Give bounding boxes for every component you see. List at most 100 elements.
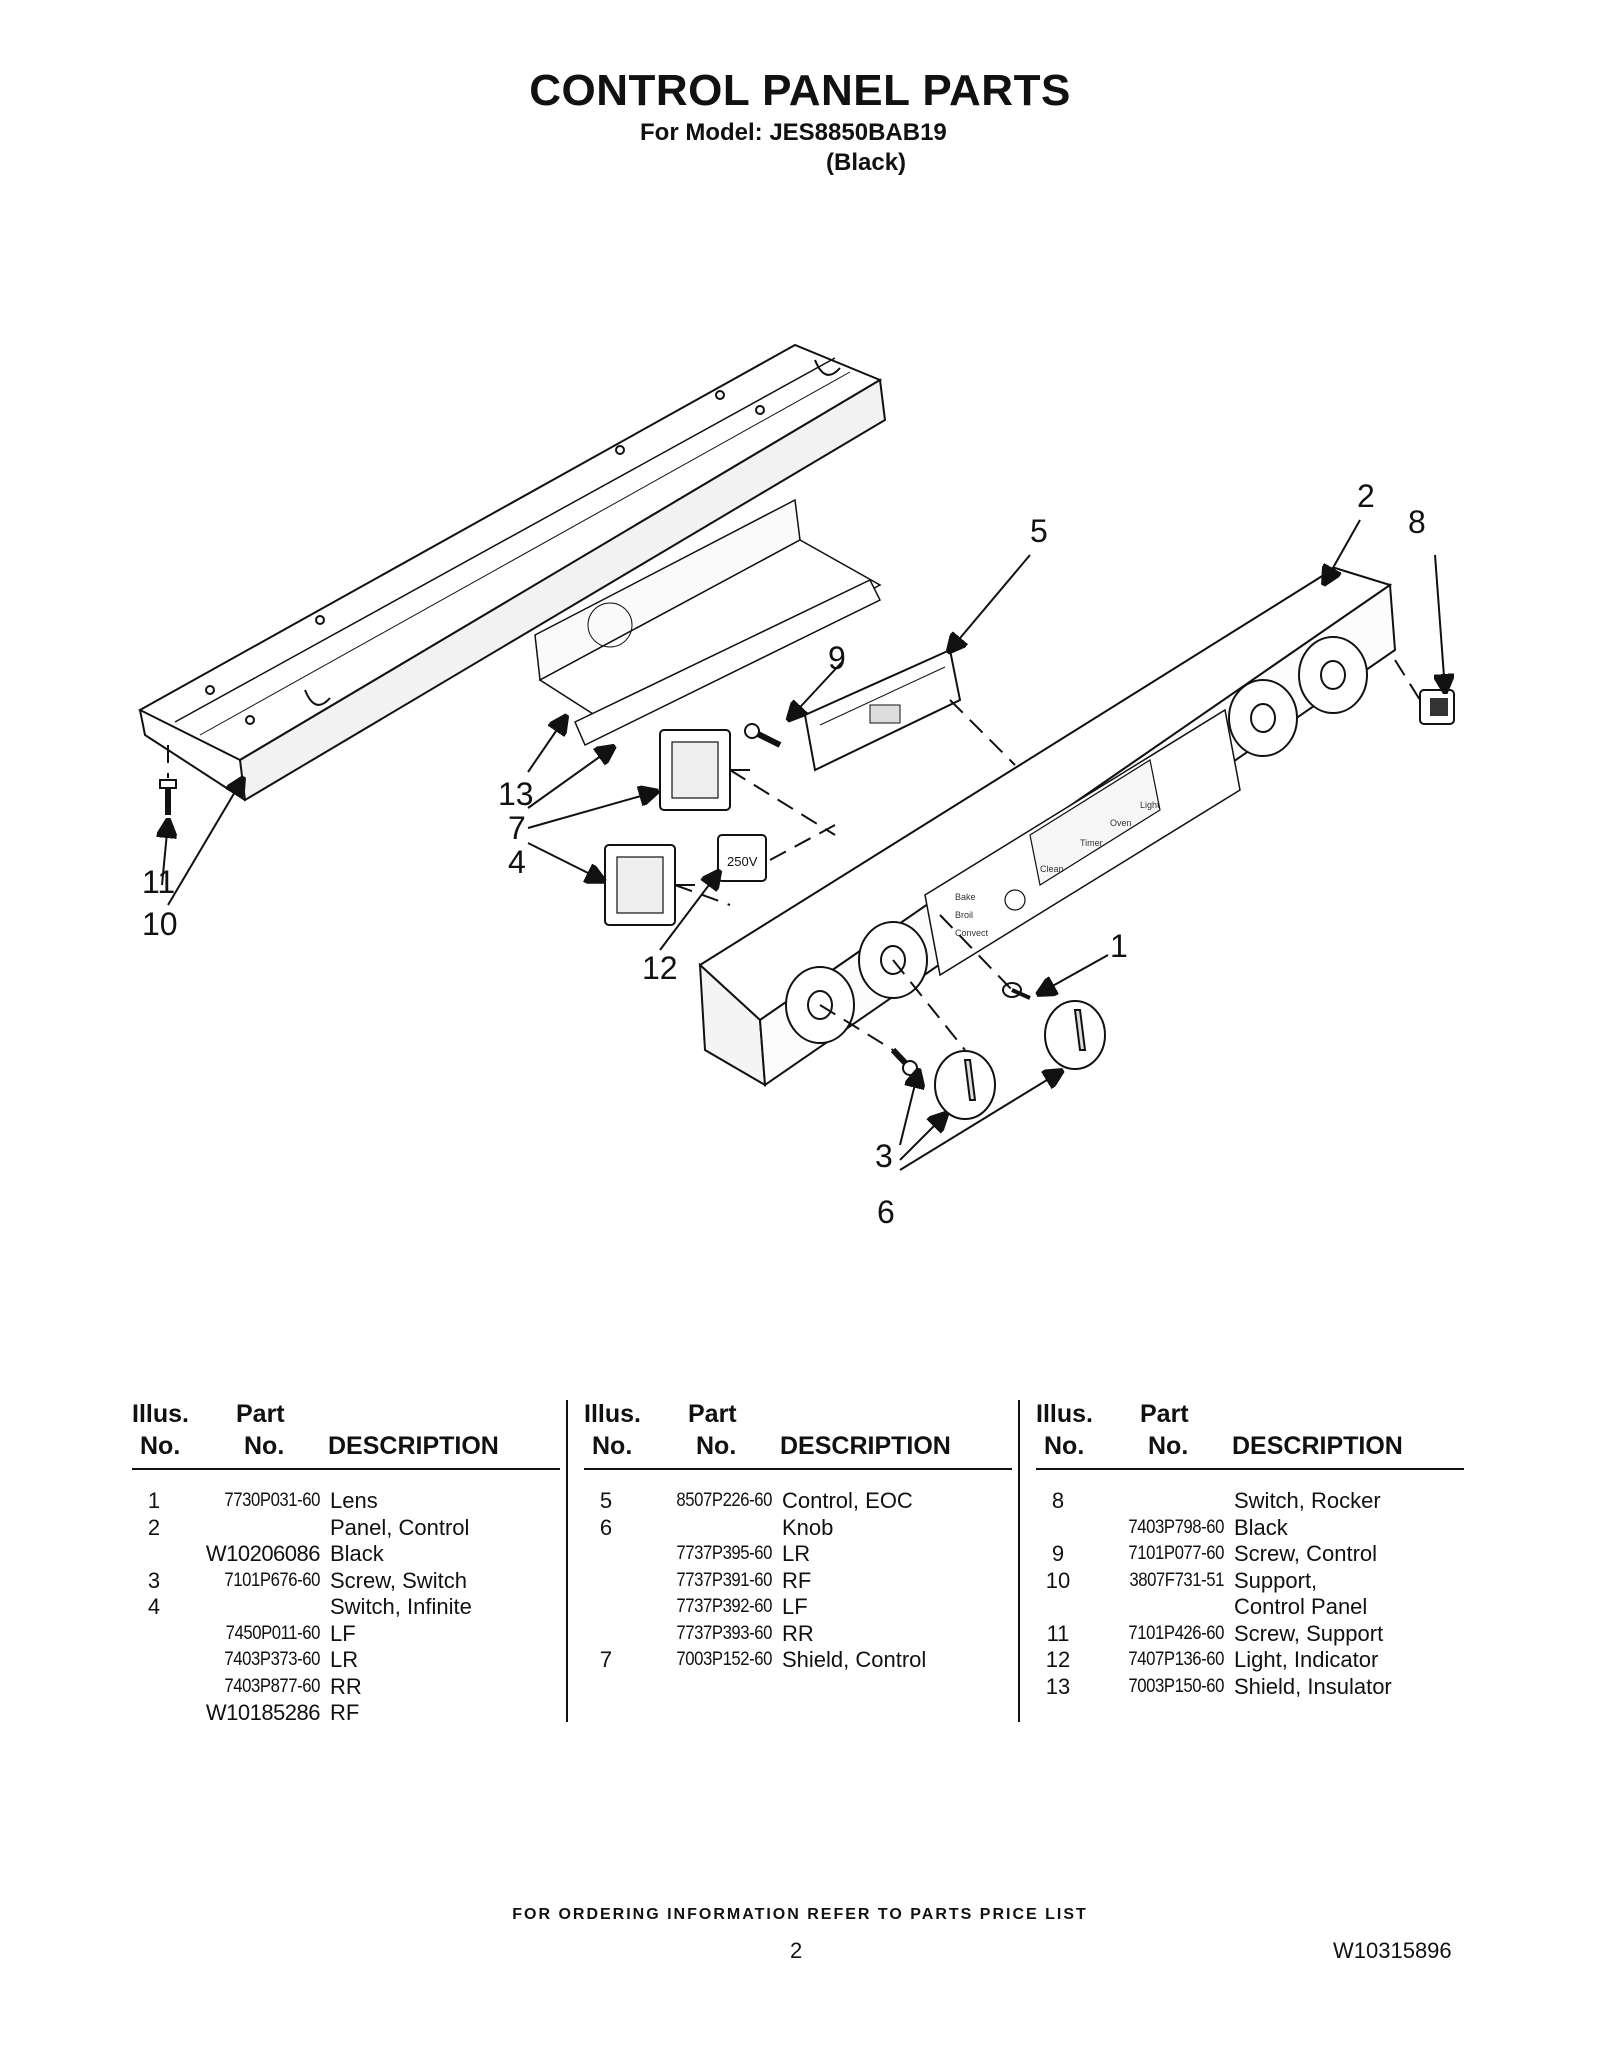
illus-no: 6 bbox=[599, 1514, 613, 1540]
table-row: 4 Switch, Infinite bbox=[132, 1594, 560, 1621]
callout-5: 5 bbox=[1030, 513, 1048, 549]
part-description: RF bbox=[782, 1567, 812, 1593]
part-description: Control Panel bbox=[1234, 1594, 1368, 1619]
part-number: W10185286 bbox=[205, 1700, 321, 1725]
part-description: LF bbox=[330, 1620, 356, 1646]
rocker-switch bbox=[1419, 689, 1455, 725]
part-description: RR bbox=[330, 1673, 362, 1699]
part-description: RF bbox=[330, 1700, 360, 1725]
table-row: 7403P877-60 RR bbox=[132, 1674, 560, 1701]
control-screw bbox=[744, 723, 782, 748]
part-number: 7737P395-60 bbox=[676, 1543, 772, 1564]
illus-no: 10 bbox=[1045, 1567, 1071, 1593]
part-number: W10206086 bbox=[205, 1541, 321, 1566]
part-description: Screw, Support bbox=[1234, 1620, 1384, 1646]
table-row: 2 Panel, Control bbox=[132, 1515, 560, 1542]
part-description: LF bbox=[782, 1594, 808, 1619]
insulator-shield bbox=[534, 498, 882, 729]
callout-3: 3 bbox=[875, 1138, 893, 1174]
part-description: Panel, Control bbox=[330, 1514, 470, 1540]
support-screw bbox=[159, 779, 177, 815]
exploded-parts-diagram: 250V Bake Broil Convect Clean bbox=[137, 343, 1600, 1171]
parts-list-col-3: Illus. No. Part No. DESCRIPTION 8 Switch,… bbox=[1036, 1400, 1464, 1700]
document-number: W10315896 bbox=[1333, 1938, 1452, 1963]
part-number: 7737P391-60 bbox=[676, 1569, 772, 1591]
table-row: 1 7730P031-60 Lens bbox=[132, 1488, 560, 1515]
table-row: 5 8507P226-60 Control, EOC bbox=[584, 1488, 1012, 1515]
illus-no: 3 bbox=[147, 1567, 161, 1593]
part-description: Screw, Switch bbox=[330, 1567, 467, 1593]
table-row: W10185286 RF bbox=[132, 1700, 560, 1727]
part-description: LR bbox=[782, 1541, 811, 1566]
part-description: LR bbox=[330, 1647, 359, 1672]
table-row: 7403P798-60 Black bbox=[1036, 1515, 1464, 1542]
infinite-switch-lower bbox=[604, 844, 695, 926]
table-row: 7737P395-60 LR bbox=[584, 1541, 1012, 1568]
part-number: 7730P031-60 bbox=[224, 1490, 320, 1511]
part-number: 7101P077-60 bbox=[1128, 1543, 1224, 1564]
table-row: 11 7101P426-60 Screw, Support bbox=[1036, 1621, 1464, 1648]
callout-10: 10 bbox=[142, 906, 178, 942]
part-number: 7101P426-60 bbox=[1128, 1622, 1224, 1644]
illus-no: 2 bbox=[147, 1514, 161, 1540]
part-description: Lens bbox=[330, 1488, 378, 1513]
column-divider bbox=[1018, 1400, 1020, 1722]
part-number: 7737P392-60 bbox=[676, 1596, 772, 1617]
ordering-note: FOR ORDERING INFORMATION REFER TO PARTS … bbox=[512, 1906, 1088, 1923]
table-row: W10206086 Black bbox=[132, 1541, 560, 1568]
part-number: 7403P798-60 bbox=[1128, 1516, 1224, 1538]
callout-1: 1 bbox=[1110, 928, 1128, 964]
callout-7: 7 bbox=[508, 810, 526, 846]
assembly-lines bbox=[167, 659, 1421, 1051]
part-description: Black bbox=[330, 1541, 384, 1566]
part-description: RR bbox=[782, 1620, 814, 1646]
part-description: Black bbox=[1234, 1514, 1288, 1540]
table-row: 7737P393-60 RR bbox=[584, 1621, 1012, 1648]
model-info: For Model: JES8850BAB19 (Black) bbox=[640, 118, 947, 178]
parts-table-header: Illus. No. Part No. DESCRIPTION bbox=[1036, 1400, 1464, 1470]
illus-no: 5 bbox=[599, 1488, 613, 1513]
illus-no: 4 bbox=[147, 1594, 161, 1619]
illus-no: 13 bbox=[1045, 1673, 1071, 1699]
part-description: Screw, Control bbox=[1234, 1541, 1378, 1566]
parts-table-header: Illus. No. Part No. DESCRIPTION bbox=[132, 1400, 560, 1470]
illus-no: 1 bbox=[147, 1488, 161, 1513]
callout-12: 12 bbox=[642, 950, 678, 986]
illus-no: 11 bbox=[1046, 1620, 1070, 1646]
callout-6: 6 bbox=[877, 1194, 895, 1230]
knob-right bbox=[1044, 1000, 1106, 1070]
part-number: 7003P150-60 bbox=[1128, 1675, 1224, 1697]
leader-arrows bbox=[162, 519, 1445, 1171]
part-description: Switch, Infinite bbox=[330, 1594, 472, 1619]
part-description: Control, EOC bbox=[782, 1488, 913, 1513]
part-number: 7403P877-60 bbox=[224, 1675, 320, 1697]
part-number: 7101P676-60 bbox=[224, 1569, 320, 1591]
indicator-light: 250V bbox=[717, 834, 767, 882]
table-row: 7737P391-60 RF bbox=[584, 1568, 1012, 1595]
svg-text:250V: 250V bbox=[727, 854, 758, 869]
page-title: CONTROL PANEL PARTS bbox=[529, 66, 1071, 115]
part-description: Switch, Rocker bbox=[1234, 1488, 1381, 1513]
illus-no: 8 bbox=[1051, 1488, 1065, 1513]
callout-13: 13 bbox=[498, 776, 534, 812]
callout-11: 11 bbox=[142, 864, 176, 900]
table-row: 3 7101P676-60 Screw, Switch bbox=[132, 1568, 560, 1595]
parts-list-col-1: Illus. No. Part No. DESCRIPTION 1 7730P03… bbox=[132, 1400, 560, 1727]
part-number: 8507P226-60 bbox=[676, 1490, 772, 1511]
part-description: Knob bbox=[782, 1514, 834, 1540]
part-number: 7003P152-60 bbox=[676, 1649, 772, 1670]
page-number: 2 bbox=[790, 1938, 803, 1963]
infinite-switch-upper bbox=[659, 729, 750, 811]
part-number: 7737P393-60 bbox=[676, 1622, 772, 1644]
column-divider bbox=[566, 1400, 568, 1722]
